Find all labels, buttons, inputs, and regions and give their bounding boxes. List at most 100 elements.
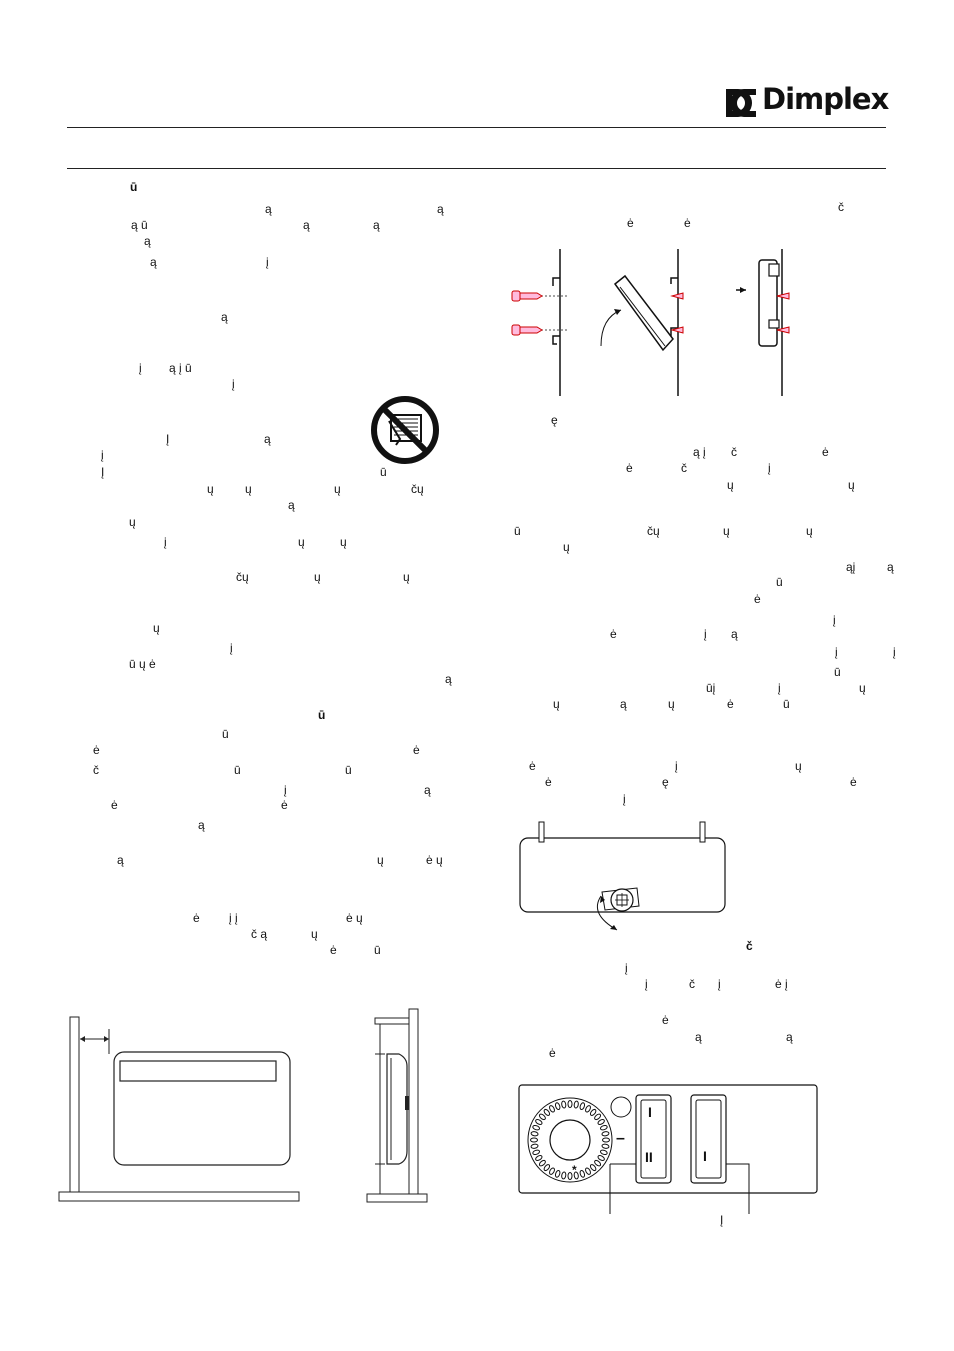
dial-tick [573, 1171, 579, 1180]
glyph: į [893, 645, 896, 659]
glyph: ą [264, 432, 271, 446]
glyph: ų [207, 482, 214, 496]
glyph: ė ų [346, 911, 363, 925]
dimplex-logo-mark [726, 89, 756, 117]
glyph: į [230, 641, 233, 655]
glyph: ū ų ė [129, 657, 156, 671]
dial-tick [538, 1113, 546, 1121]
glyph: ų [723, 524, 730, 538]
switch2-label: I [703, 1148, 707, 1164]
no-cover-warning-icon [371, 396, 439, 464]
glyph: ū [514, 524, 521, 538]
glyph: ų [314, 570, 321, 584]
glyph: ė į [775, 977, 788, 991]
dial-tick [589, 1108, 597, 1116]
glyph: Į [166, 432, 170, 446]
glyph: ė ų [426, 853, 443, 867]
glyph: ą į [693, 445, 706, 459]
glyph: Į [101, 465, 105, 479]
dial-tick [530, 1137, 538, 1143]
glyph: į [266, 255, 269, 269]
dial-tick [567, 1100, 573, 1108]
dial-tick [579, 1169, 586, 1178]
dial-tick [567, 1172, 573, 1180]
dial-tick [543, 1108, 551, 1116]
glyph: ė [850, 775, 857, 789]
glyph: čų [647, 524, 660, 538]
glyph: ę [551, 413, 558, 427]
glyph: č [93, 763, 99, 777]
glyph: į [833, 613, 836, 627]
glyph: ė [610, 627, 617, 641]
dial-tick [589, 1164, 597, 1172]
glyph: ū [234, 763, 241, 777]
glyph: ė [727, 697, 734, 711]
glyph: ū [222, 727, 229, 741]
dial-tick [530, 1143, 539, 1149]
glyph: į į [229, 911, 238, 925]
glyph: ū [130, 180, 138, 194]
glyph: ą [786, 1030, 793, 1044]
dimplex-logo: Dimplex [724, 82, 890, 120]
glyph: ą [731, 627, 738, 641]
glyph: į [625, 961, 628, 975]
glyph: ą ū [131, 218, 148, 232]
glyph: ų [727, 478, 734, 492]
dial-tick [599, 1149, 608, 1156]
switch1-bottom-label: II [645, 1149, 653, 1165]
thermostat-dial [527, 1097, 613, 1183]
section-rule [67, 168, 886, 169]
glyph: į [768, 461, 771, 475]
glyph: ų [403, 570, 410, 584]
glyph: į [232, 377, 235, 391]
dial-tick [538, 1159, 546, 1167]
dial-tick [543, 1164, 551, 1172]
dial-tick [549, 1167, 555, 1175]
glyph: ū [318, 708, 326, 722]
glyph: ų [340, 535, 347, 549]
dial-tick [535, 1119, 543, 1125]
brand-name: Dimplex [762, 82, 889, 116]
dial-tick [599, 1124, 608, 1131]
glyph: ū [776, 575, 783, 589]
dial-tick [554, 1169, 561, 1178]
glyph: į [139, 361, 142, 375]
glyph: į [623, 792, 626, 806]
glyph: ū [345, 763, 352, 777]
glyph: ą [620, 697, 627, 711]
glyph: į [645, 977, 648, 991]
glyph: ų [795, 759, 802, 773]
glyph: ą [303, 218, 310, 232]
glyph: ė [413, 743, 420, 757]
glyph: ą [437, 202, 444, 216]
glyph: ų [298, 535, 305, 549]
glyph: ą [695, 1030, 702, 1044]
glyph: ū [374, 943, 381, 957]
glyph: ū [380, 465, 387, 479]
glyph: ą [887, 560, 894, 574]
dial-tick [601, 1131, 610, 1137]
glyph: ų [153, 621, 160, 635]
dial-tick [573, 1100, 579, 1109]
glyph: ė [281, 798, 288, 812]
glyph: ą [221, 310, 228, 324]
glyph: ė [193, 911, 200, 925]
glyph: į [284, 783, 287, 797]
dial-tick [535, 1155, 543, 1161]
glyph: ų [806, 524, 813, 538]
glyph: č [731, 445, 737, 459]
glyph: ę [662, 775, 669, 789]
glyph: ą [265, 202, 272, 216]
glyph: č [681, 461, 687, 475]
glyph: į [101, 448, 104, 462]
dial-tick [585, 1105, 591, 1113]
glyph: ų [563, 540, 570, 554]
glyph: Į [720, 1213, 724, 1227]
glyph: ė [529, 759, 536, 773]
glyph: ą [117, 853, 124, 867]
glyph: į [164, 535, 167, 549]
glyph: ą [424, 783, 431, 797]
glyph: ų [311, 927, 318, 941]
glyph: ė [545, 775, 552, 789]
dial-tick [532, 1124, 541, 1131]
